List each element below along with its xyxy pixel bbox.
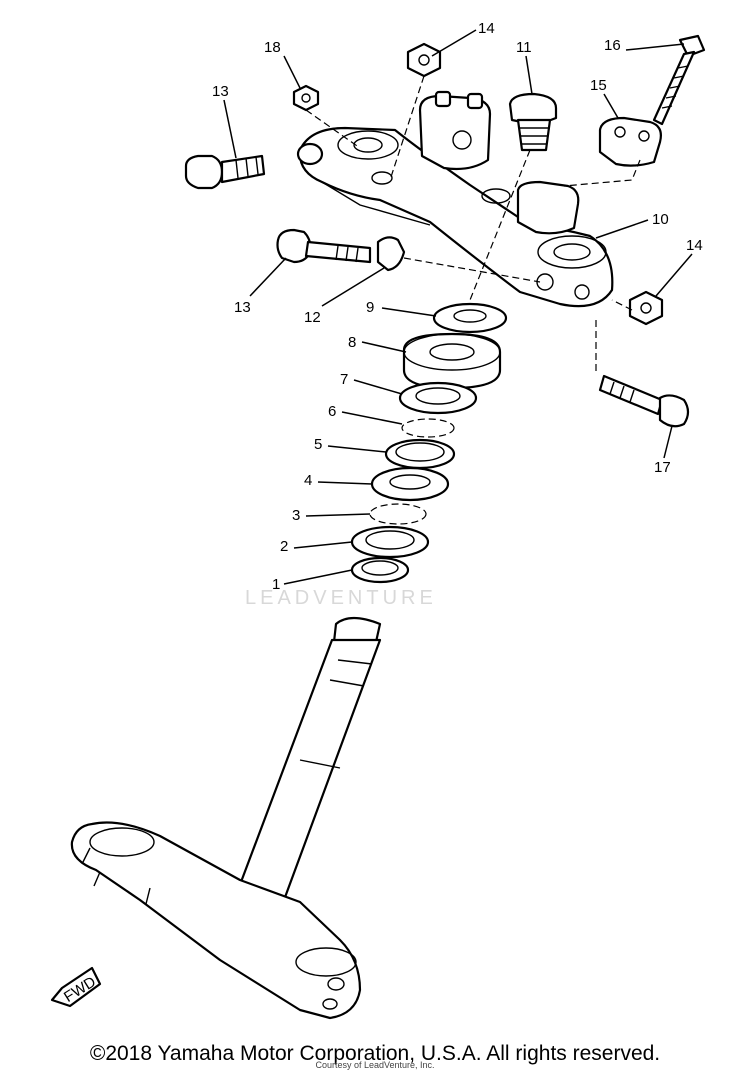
callout-1: 1 — [272, 576, 280, 593]
ball-bearing-lower — [369, 503, 427, 525]
courtesy-notice: Courtesy of LeadVenture, Inc. — [315, 1060, 435, 1070]
callout-7: 7 — [340, 371, 348, 388]
callout-14-right: 14 — [686, 237, 703, 254]
ball-bearing-upper — [401, 418, 455, 438]
bearing-race-upper — [384, 438, 456, 470]
callout-15: 15 — [590, 77, 607, 94]
callout-17: 17 — [654, 459, 671, 476]
callout-4: 4 — [304, 472, 312, 489]
pinch-bolt-upper — [184, 154, 266, 190]
fwd-direction-marker: FWD — [50, 966, 102, 1008]
nut-14-upper — [406, 42, 442, 78]
steering-stem — [70, 616, 382, 1020]
callout-11: 11 — [516, 39, 532, 56]
cable-clip — [376, 236, 406, 272]
pinch-bolt-hole — [296, 142, 324, 166]
callout-10: 10 — [652, 211, 669, 228]
dust-seal — [350, 556, 410, 584]
callout-13-lower: 13 — [234, 299, 251, 316]
bearing-race-top — [398, 381, 478, 415]
bearing-race-lower — [350, 525, 430, 559]
stem-cover — [402, 332, 502, 390]
pinch-bolt-17 — [598, 374, 690, 428]
assembly-axis-lines — [305, 75, 641, 372]
callout-8: 8 — [348, 334, 356, 351]
callout-6: 6 — [328, 403, 336, 420]
lower-cover — [370, 466, 450, 502]
callout-5: 5 — [314, 436, 322, 453]
nut-18 — [292, 84, 320, 112]
pinch-bolt-lower — [276, 228, 372, 264]
ring-nut — [432, 302, 508, 334]
lower-handlebar-holders — [418, 90, 580, 235]
callout-12: 12 — [304, 309, 321, 326]
upper-handlebar-holder — [598, 116, 662, 167]
callout-3: 3 — [292, 507, 300, 524]
callouts: 14 18 11 16 15 13 10 14 13 12 9 8 7 6 5 … — [212, 20, 703, 593]
nut-14-right — [628, 290, 664, 326]
callout-16: 16 — [604, 37, 621, 54]
watermark: LEADVENTURE — [245, 587, 437, 609]
copyright-notice: ©2018 Yamaha Motor Corporation, U.S.A. A… — [89, 1042, 661, 1065]
steering-stem-bolt — [508, 92, 558, 152]
callout-14-top: 14 — [478, 20, 495, 37]
callout-13-top: 13 — [212, 83, 229, 100]
handlebar-holder-bolt — [652, 34, 706, 126]
callout-2: 2 — [280, 538, 288, 555]
upper-bracket — [298, 126, 614, 308]
callout-9: 9 — [366, 299, 374, 316]
callout-18: 18 — [264, 39, 281, 56]
